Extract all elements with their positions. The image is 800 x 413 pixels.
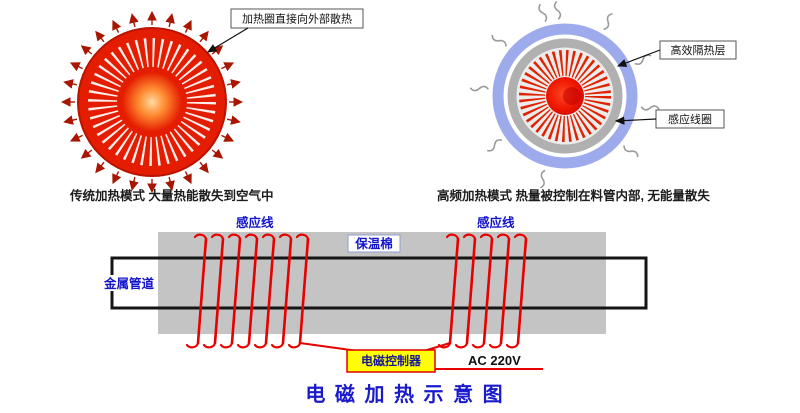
coil-turn <box>482 237 494 345</box>
radiation-arrow <box>69 132 83 142</box>
radiation-arrow <box>198 30 209 43</box>
heat-wave <box>623 145 639 158</box>
coil-turn-hook-top <box>193 233 208 241</box>
heat-wave <box>634 54 652 66</box>
controller-box <box>346 349 436 373</box>
coil-turn-hook-top <box>244 233 259 241</box>
coil-turn <box>247 237 259 345</box>
coil-turn-hook-top <box>295 233 310 241</box>
heat-wave <box>540 169 546 189</box>
radiation-arrow <box>80 45 93 56</box>
traditional-callout-arrow <box>206 27 249 53</box>
coil-turn <box>281 237 293 345</box>
radiation-arrow <box>129 176 139 191</box>
coil-turn-hook-top <box>462 233 477 241</box>
coil-turn-hook-top <box>227 233 242 241</box>
radiation-arrow <box>198 161 209 174</box>
coil-turn-hook-bottom <box>471 341 486 349</box>
coil-turn <box>499 237 511 345</box>
coil-turn-hook-top <box>210 233 225 241</box>
radiation-arrow <box>182 171 192 185</box>
heat-wave <box>603 12 613 31</box>
coil-turn <box>516 237 528 345</box>
coil-turn-hook-top <box>261 233 276 241</box>
radiation-arrow <box>80 148 93 159</box>
heat-wave <box>640 105 660 111</box>
coil-turn-hook-bottom <box>505 341 520 349</box>
induction-coil-left-group <box>185 233 310 349</box>
induction-heater-figure: 高效隔热层 感应线圈 高频加热模式 热量被控制在料管内部, 无能量散失 <box>437 0 737 203</box>
coil-turn-hook-bottom <box>185 341 200 349</box>
coil-callout-label: 感应线圈 <box>668 112 712 126</box>
induction-caption: 高频加热模式 热量被控制在料管内部, 无能量散失 <box>437 188 710 203</box>
radiation-arrow <box>211 45 224 56</box>
pipe-label-backing <box>101 275 157 291</box>
coil-turn-hook-bottom <box>270 341 285 349</box>
diagram-title: 电 磁 加 热 示 意 图 <box>305 382 504 406</box>
coil-turn <box>196 237 208 345</box>
coil-turn-hook-top <box>278 233 293 241</box>
radiation-arrow <box>221 132 235 142</box>
radiation-arrow <box>63 115 78 125</box>
radiation-arrow <box>221 62 235 72</box>
heat-wave <box>469 85 489 92</box>
radiation-arrow <box>112 19 122 33</box>
radiation-arrow <box>182 19 192 33</box>
induction-wire-label-left: 感应线 <box>236 215 274 230</box>
heat-wave <box>538 3 548 23</box>
coil-turn-hook-top <box>445 233 460 241</box>
coil-turn-hook-bottom <box>219 341 234 349</box>
insulation-callout-arrow <box>616 49 661 67</box>
traditional-heater-figure: 加热圈直接向外部散热 传统加热模式 大量热能散失到空气中 <box>60 8 364 203</box>
traditional-callout-label: 加热圈直接向外部散热 <box>242 12 352 26</box>
coil-turn-hook-bottom <box>253 341 268 349</box>
heat-radiation-arrows <box>60 10 244 194</box>
traditional-callout-box <box>230 8 364 29</box>
induction-coil-hatch <box>519 50 611 142</box>
heat-wave <box>491 34 507 47</box>
traditional-caption: 传统加热模式 大量热能散失到空气中 <box>69 188 273 203</box>
radiation-arrow <box>165 176 175 191</box>
coil-turn <box>465 237 477 345</box>
ac-power-label: AC 220V <box>468 353 521 368</box>
coil-callout-arrow <box>614 116 657 125</box>
coil-turn <box>264 237 276 345</box>
radiation-arrow <box>165 13 175 28</box>
heater-coil-slots <box>88 38 216 166</box>
radiation-arrow <box>95 161 106 174</box>
radiation-arrow <box>129 13 139 28</box>
coil-turn <box>298 237 310 345</box>
pipe-assembly: 金属管道 感应线 感应线 保温棉 电磁控制器 AC 220V <box>101 215 648 373</box>
radiation-arrow <box>63 79 78 89</box>
insulation-label-box <box>347 234 401 253</box>
radiation-arrow <box>95 30 106 43</box>
coil-turn-hook-top <box>513 233 528 241</box>
heat-wave <box>553 0 562 20</box>
coil-turn-hook-bottom <box>488 341 503 349</box>
coil-turn-hook-bottom <box>287 341 302 349</box>
coil-turn <box>230 237 242 345</box>
metal-pipe-label: 金属管道 <box>103 276 155 291</box>
insulation-callout-label: 高效隔热层 <box>671 43 726 57</box>
controller-label: 电磁控制器 <box>361 353 422 368</box>
heat-wave <box>487 139 503 152</box>
induction-wire-label-right: 感应线 <box>477 215 515 230</box>
coil-turn <box>448 237 460 345</box>
coil-turn-hook-bottom <box>202 341 217 349</box>
radiation-arrow <box>69 62 83 72</box>
coil-turn-hook-bottom <box>236 341 251 349</box>
radiation-arrow <box>112 171 122 185</box>
radiation-arrow <box>211 148 224 159</box>
coil-turn-hook-top <box>479 233 494 241</box>
coil-turn-hook-top <box>496 233 511 241</box>
radiation-arrow <box>226 115 241 125</box>
coil-turn-hook-bottom <box>454 341 469 349</box>
coil-turn <box>213 237 225 345</box>
heater-hot-core <box>122 72 182 132</box>
insulation-label: 保温棉 <box>354 236 393 251</box>
induction-coil-right-group <box>437 233 528 349</box>
core-shadow <box>563 87 581 105</box>
radiation-arrow <box>226 79 241 89</box>
